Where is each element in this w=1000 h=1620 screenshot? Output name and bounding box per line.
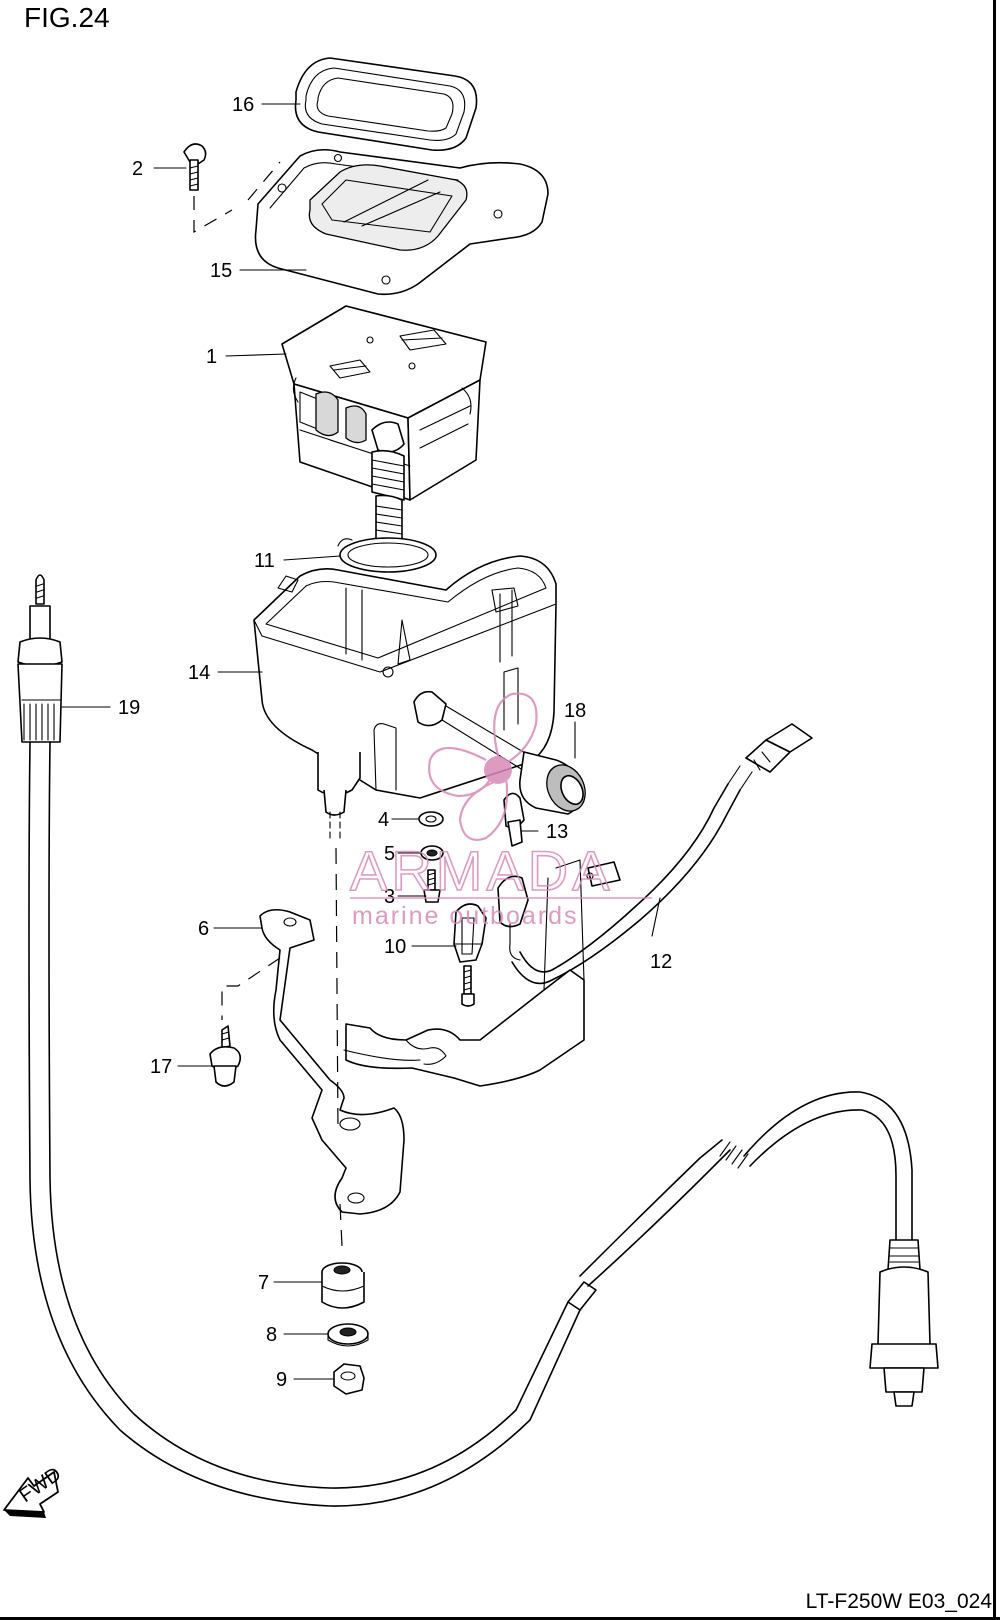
part-6-bracket bbox=[221, 847, 585, 1247]
callout-18: 18 bbox=[564, 700, 586, 722]
frame-border-right bbox=[993, 0, 996, 1620]
propeller-logo bbox=[428, 692, 538, 841]
callout-13: 13 bbox=[546, 821, 568, 843]
callout-9: 9 bbox=[276, 1369, 287, 1391]
part-7-grommet bbox=[321, 1262, 365, 1309]
part-10-bulb-socket bbox=[453, 903, 487, 1007]
armada-watermark: ARMADA marine outboards bbox=[349, 692, 652, 930]
part-18-reset-knob bbox=[413, 690, 586, 815]
part-9-nut bbox=[333, 1363, 365, 1395]
fwd-direction-marker: FWD bbox=[3, 1463, 65, 1518]
leader-lines bbox=[61, 103, 661, 1380]
part-8-washer bbox=[327, 1323, 369, 1347]
part-3-screw bbox=[423, 869, 441, 903]
part-4-washer bbox=[418, 811, 444, 827]
watermark-brand: ARMADA bbox=[350, 839, 614, 902]
part-5-washer bbox=[420, 845, 444, 861]
callout-4: 4 bbox=[378, 809, 389, 831]
watermark-tagline: marine outboards bbox=[352, 902, 579, 930]
callout-16: 16 bbox=[232, 94, 254, 116]
part-19-speedometer-cable bbox=[17, 574, 939, 1507]
part-2-screw bbox=[183, 143, 281, 234]
callout-8: 8 bbox=[266, 1324, 277, 1346]
callout-12: 12 bbox=[650, 951, 672, 973]
callout-5: 5 bbox=[384, 843, 395, 865]
part-13-bulb bbox=[503, 792, 525, 847]
callout-1: 1 bbox=[206, 346, 217, 368]
callout-3: 3 bbox=[384, 886, 395, 908]
figure-code: LT-F250W E03_024 bbox=[805, 1590, 992, 1613]
callout-labels: 16 2 15 1 11 14 19 18 4 13 5 3 6 10 12 1… bbox=[118, 94, 672, 1391]
part-1-meter-assembly bbox=[281, 305, 487, 544]
callout-6: 6 bbox=[198, 918, 209, 940]
part-16-lens-cover bbox=[294, 57, 478, 152]
figure-title: FIG.24 bbox=[24, 2, 110, 33]
part-15-meter-housing bbox=[254, 148, 549, 296]
part-14-meter-case bbox=[253, 555, 557, 843]
callout-2: 2 bbox=[132, 158, 143, 180]
callout-17: 17 bbox=[150, 1056, 172, 1078]
callout-14: 14 bbox=[188, 662, 210, 684]
part-17-screw bbox=[209, 1025, 242, 1087]
frame-border-bottom bbox=[0, 1617, 1000, 1620]
part-11-o-ring bbox=[337, 537, 437, 573]
callout-11: 11 bbox=[254, 550, 275, 572]
callout-15: 15 bbox=[210, 260, 232, 282]
callout-10: 10 bbox=[384, 936, 406, 958]
callout-7: 7 bbox=[258, 1272, 269, 1294]
part-12-wiring-harness bbox=[497, 723, 813, 985]
callout-19: 19 bbox=[118, 697, 140, 719]
